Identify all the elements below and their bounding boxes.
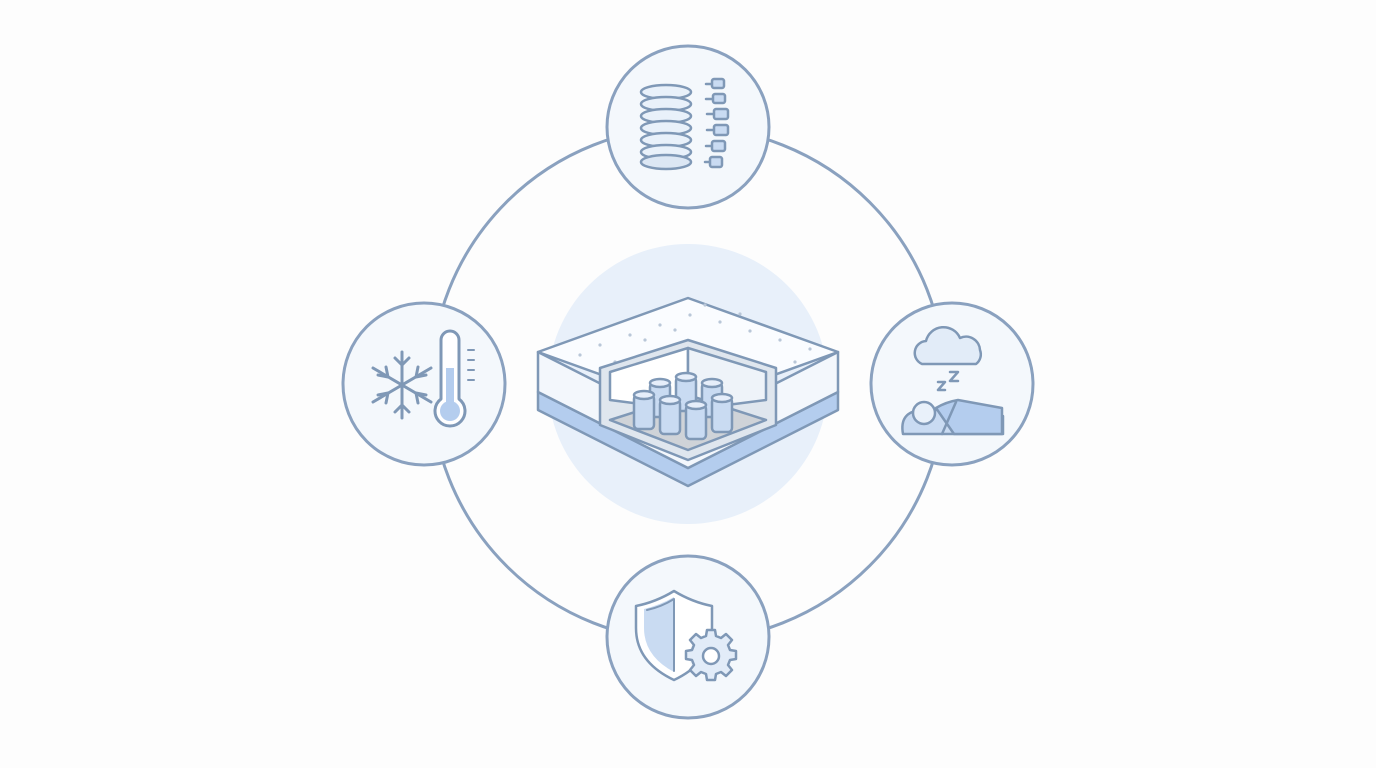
thermometer-icon [433,329,475,428]
coil-spring-spine-support-icon [639,77,730,171]
spine-vertebrae [703,77,730,169]
feature-node-cooling [341,301,507,467]
feature-node-sleep [869,301,1035,467]
feature-node-support [605,44,771,210]
snowflake-icon [371,350,433,420]
mattress-cutaway-icon [536,296,840,488]
shield-gear-durability-icon [634,589,738,682]
pocket-springs [632,371,734,441]
zzz-icon [936,370,960,392]
cloud-icon [913,325,983,366]
sleeping-person-icon [901,398,1005,436]
feature-node-durability [605,554,771,720]
snowflake-thermometer-cooling-icon [371,329,475,428]
gear-icon [684,628,738,682]
sleeping-person-cloud-icon [901,325,1005,436]
